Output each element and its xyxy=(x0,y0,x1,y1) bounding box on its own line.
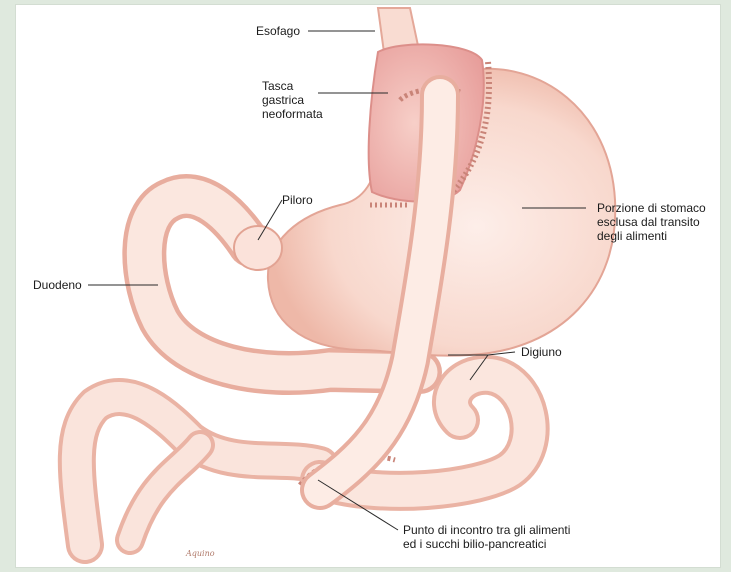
lower-intestine xyxy=(77,397,320,545)
label-esofago: Esofago xyxy=(256,24,300,38)
pylorus xyxy=(234,226,282,270)
label-digiuno: Digiuno xyxy=(521,345,562,359)
label-piloro: Piloro xyxy=(282,193,313,207)
artist-signature: Aquino xyxy=(186,549,215,558)
label-punto-incontro: Punto di incontro tra gli alimenti ed i … xyxy=(403,523,570,551)
label-porzione-stomaco: Porzione di stomaco esclusa dal transito… xyxy=(597,201,706,243)
label-tasca-gastrica: Tasca gastrica neoformata xyxy=(262,79,323,121)
label-duodeno: Duodeno xyxy=(33,278,82,292)
